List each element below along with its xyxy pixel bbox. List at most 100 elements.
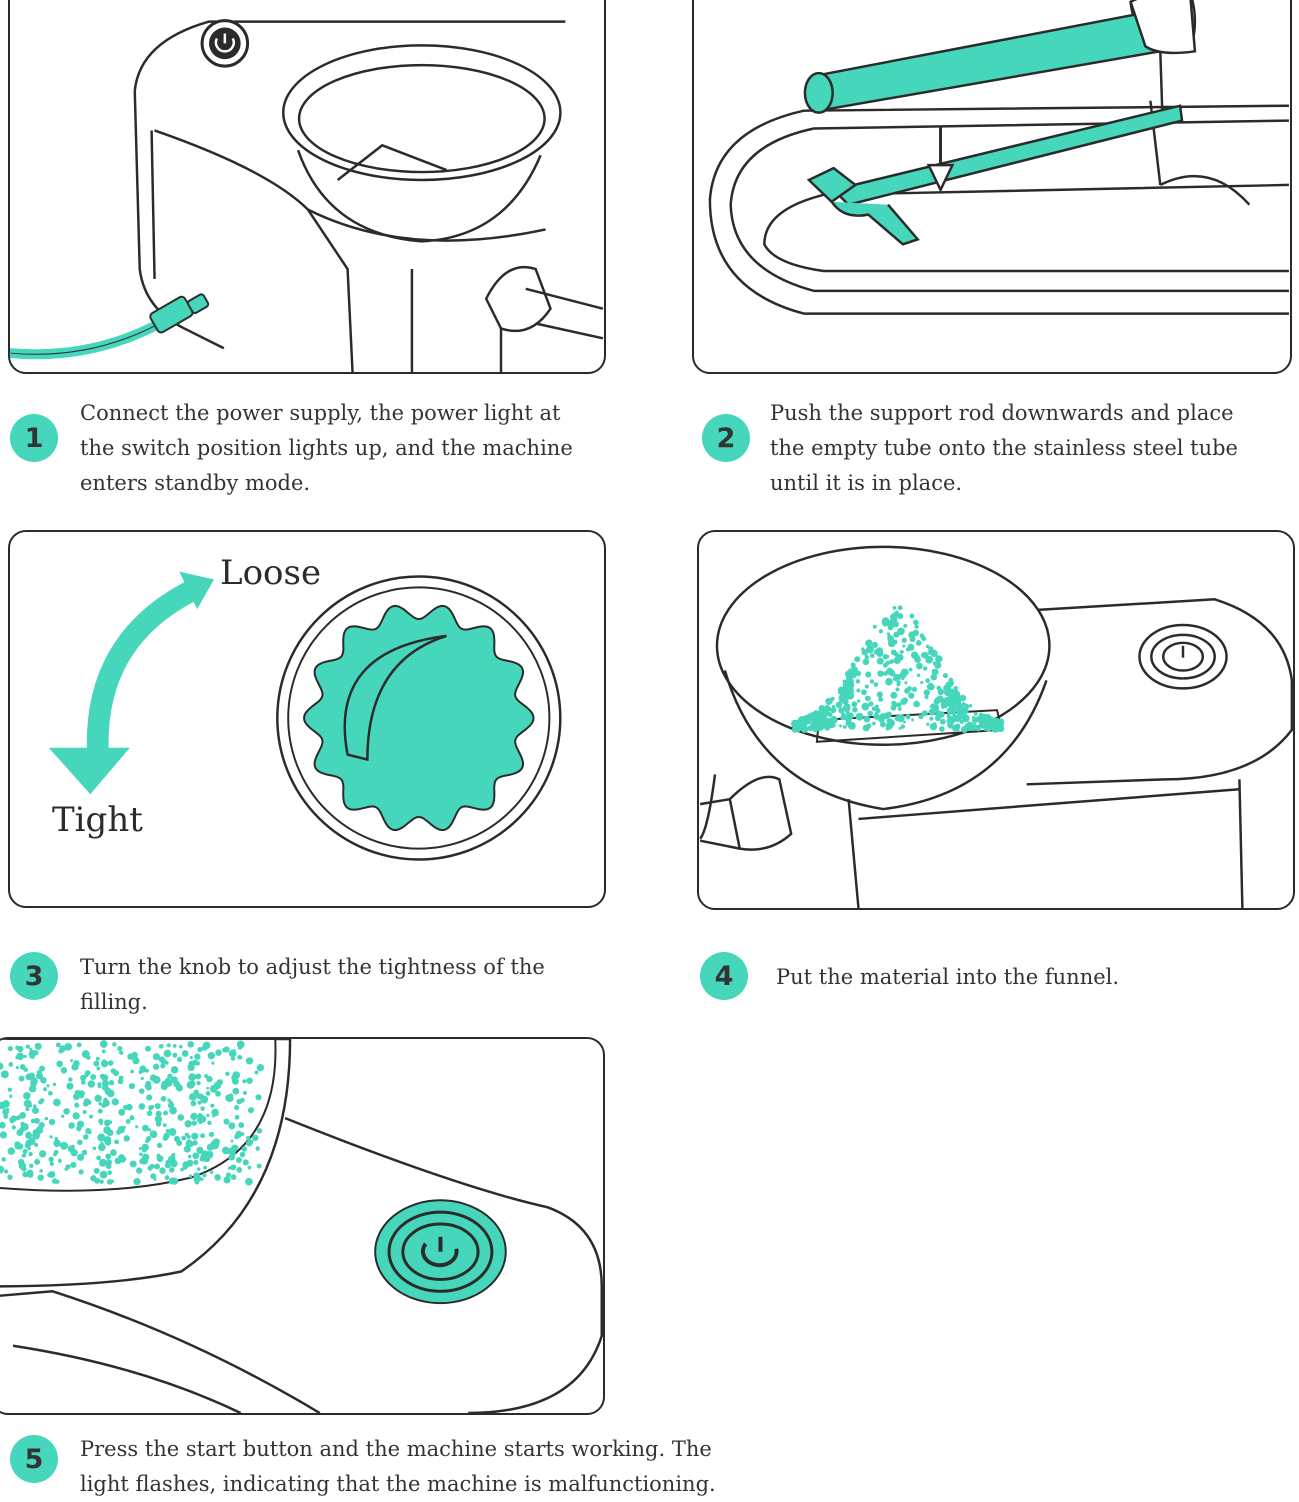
material-particle [245, 1178, 253, 1186]
step-number: 3 [25, 961, 44, 992]
material-particle [228, 1167, 231, 1170]
material-particle [857, 659, 860, 662]
material-particle [163, 1123, 167, 1127]
material-particle [39, 1169, 43, 1173]
material-particle [913, 620, 919, 626]
material-particle [140, 1067, 145, 1072]
material-particle [160, 1063, 165, 1068]
material-particle [100, 1040, 108, 1048]
material-particle [217, 1079, 223, 1085]
material-particle [197, 1167, 201, 1171]
machine-plug-illustration [10, 0, 604, 372]
material-particle [843, 698, 847, 702]
material-particle [225, 1148, 231, 1154]
material-particle [77, 1042, 82, 1047]
material-particle [890, 613, 898, 621]
material-particle [148, 1128, 151, 1131]
material-particle [918, 714, 923, 719]
material-particle [206, 1114, 209, 1117]
material-particle [912, 631, 917, 636]
material-particle [940, 719, 946, 725]
material-particle [77, 1093, 80, 1096]
material-particle [197, 1047, 202, 1052]
material-particle [874, 682, 879, 687]
material-particle [914, 625, 918, 629]
material-particle [953, 686, 958, 691]
material-particle [8, 1088, 12, 1092]
material-particle [142, 1148, 147, 1153]
material-particle [16, 1129, 23, 1136]
material-particle [116, 1130, 121, 1135]
material-particle [145, 1139, 149, 1143]
material-particle [146, 1094, 152, 1100]
material-particle [48, 1157, 53, 1162]
material-particle [897, 714, 905, 722]
material-particle [933, 722, 937, 726]
material-particle [866, 645, 874, 653]
step-caption: Push the support rod downwards and place… [770, 396, 1270, 501]
material-particle [74, 1103, 79, 1108]
material-particle [867, 640, 872, 645]
material-particle [89, 1114, 93, 1118]
material-particle [914, 702, 919, 707]
material-particle [197, 1113, 203, 1119]
material-particle [831, 716, 835, 720]
material-particle [53, 1083, 56, 1086]
material-particle [50, 1162, 54, 1166]
material-particle [198, 1120, 202, 1124]
material-particle [911, 646, 915, 650]
material-particle [144, 1156, 148, 1160]
step4-illustration [697, 530, 1295, 910]
material-particle [231, 1174, 237, 1180]
material-particle [4, 1169, 8, 1173]
material-particle [105, 1153, 111, 1159]
material-particle [169, 1107, 177, 1115]
material-particle [888, 712, 892, 716]
material-particle [223, 1176, 230, 1183]
material-particle [8, 1147, 16, 1155]
material-particle [101, 1074, 108, 1081]
material-particle [890, 692, 897, 699]
material-particle [22, 1153, 26, 1157]
step-number: 1 [25, 423, 44, 454]
material-particle [810, 722, 815, 727]
material-particle [870, 679, 874, 683]
material-particle [969, 704, 972, 707]
material-particle [886, 655, 889, 658]
material-particle [24, 1100, 32, 1108]
material-particle [952, 713, 956, 717]
material-particle [230, 1164, 236, 1170]
material-particle [210, 1170, 214, 1174]
power-icon[interactable] [375, 1200, 506, 1303]
material-particle [103, 1126, 111, 1134]
material-particle [943, 673, 948, 678]
material-particle [882, 617, 890, 625]
material-particle [19, 1112, 26, 1119]
step2-illustration [692, 0, 1292, 374]
material-particle [96, 1057, 100, 1061]
start-button-illustration [0, 1039, 603, 1413]
material-particle [195, 1073, 201, 1079]
material-particle [6, 1108, 9, 1111]
material-particle [206, 1087, 209, 1090]
material-particle [60, 1142, 68, 1150]
material-particle [846, 704, 851, 709]
material-particle [150, 1174, 155, 1179]
material-particle [34, 1159, 40, 1165]
material-particle [68, 1077, 73, 1082]
material-particle [170, 1160, 178, 1168]
material-particle [56, 1061, 63, 1068]
step-caption: Put the material into the funnel. [776, 960, 1256, 995]
material-particle [1, 1157, 6, 1162]
material-particle [188, 1142, 193, 1147]
material-particle [119, 1051, 123, 1055]
material-particle [856, 688, 860, 692]
material-particle [868, 701, 873, 706]
material-particle [25, 1074, 32, 1081]
material-particle [84, 1073, 88, 1077]
material-particle [26, 1045, 30, 1049]
material-particle [168, 1128, 176, 1136]
material-particle [150, 1164, 155, 1169]
material-particle [229, 1093, 233, 1097]
material-particle [798, 721, 804, 727]
